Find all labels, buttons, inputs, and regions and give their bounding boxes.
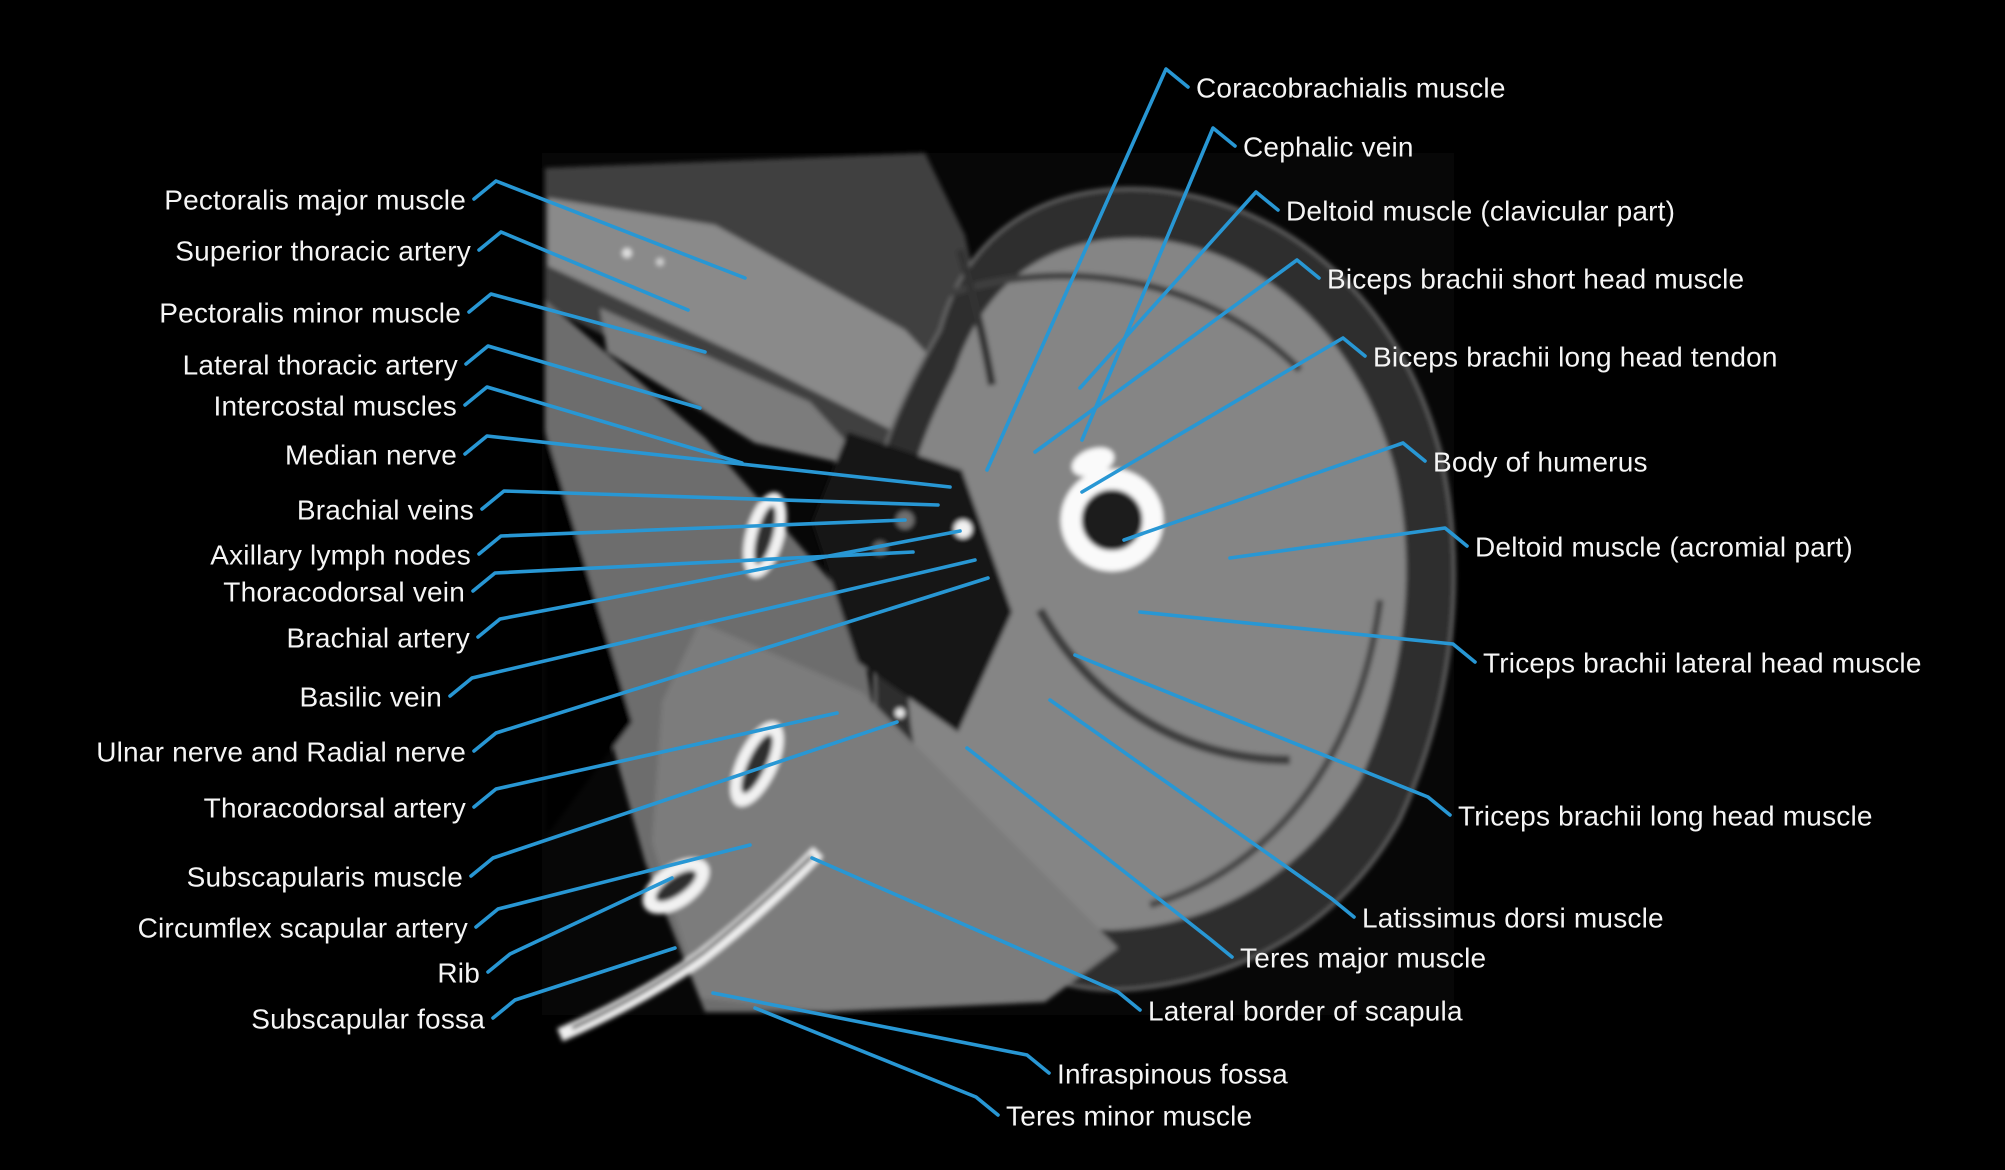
leader-line-pectoralis-major-muscle: [472, 179, 747, 280]
label-axillary-lymph-nodes: Axillary lymph nodes: [210, 539, 471, 571]
leader-line-coracobrachialis-muscle: [985, 67, 1190, 472]
scapula-blade: [557, 847, 824, 1042]
leader-line-circumflex-scapular-artery: [474, 843, 752, 929]
subscapularis-slab: [652, 622, 1118, 1012]
label-deltoid-muscle-acromial-part: Deltoid muscle (acromial part): [1475, 531, 1853, 563]
leader-line-superior-thoracic-artery: [477, 230, 690, 312]
leader-line-lateral-thoracic-artery: [464, 344, 702, 410]
leader-line-lateral-border-of-scapula: [810, 856, 1142, 1012]
label-subscapularis-muscle: Subscapularis muscle: [186, 861, 463, 893]
humerus-ring: [1060, 447, 1164, 572]
leader-line-thoracodorsal-vein: [471, 550, 915, 593]
label-median-nerve: Median nerve: [284, 439, 457, 471]
leader-line-triceps-brachii-long-head-muscle: [1073, 653, 1452, 817]
leader-line-median-nerve: [463, 434, 952, 489]
leader-line-triceps-brachii-lateral-head-muscle: [1138, 610, 1477, 664]
leader-line-axillary-lymph-nodes: [477, 518, 907, 556]
axillary-region: [812, 432, 1012, 732]
leader-line-body-of-humerus: [1122, 441, 1427, 542]
leader-line-ulnar-nerve-and-radial-nerve: [472, 576, 990, 753]
leader-line-latissimus-dorsi-muscle: [1048, 698, 1356, 919]
label-lateral-border-of-scapula: Lateral border of scapula: [1148, 995, 1463, 1027]
leader-line-cephalic-vein: [1080, 126, 1237, 442]
leader-line-teres-major-muscle: [965, 746, 1234, 959]
label-superior-thoracic-artery: Superior thoracic artery: [175, 235, 471, 267]
label-thoracodorsal-vein: Thoracodorsal vein: [223, 576, 465, 608]
label-biceps-brachii-long-head-tendon: Biceps brachii long head tendon: [1373, 341, 1778, 373]
leader-line-brachial-artery: [476, 529, 962, 639]
label-triceps-brachii-lateral-head-muscle: Triceps brachii lateral head muscle: [1483, 647, 1922, 679]
leader-line-subscapular-fossa: [491, 946, 677, 1020]
label-lateral-thoracic-artery: Lateral thoracic artery: [182, 349, 458, 381]
leader-line-subscapularis-muscle: [469, 720, 899, 878]
label-intercostal-muscles: Intercostal muscles: [213, 390, 457, 422]
label-circumflex-scapular-artery: Circumflex scapular artery: [137, 912, 468, 944]
leader-line-pectoralis-minor-muscle: [467, 292, 707, 354]
label-brachial-artery: Brachial artery: [286, 622, 470, 654]
label-triceps-brachii-long-head-muscle: Triceps brachii long head muscle: [1458, 800, 1873, 832]
label-latissimus-dorsi-muscle: Latissimus dorsi muscle: [1362, 902, 1664, 934]
leader-line-biceps-brachii-long-head-tendon: [1080, 336, 1367, 494]
label-deltoid-muscle-clavicular-part: Deltoid muscle (clavicular part): [1286, 195, 1676, 227]
leader-line-deltoid-muscle-acromial-part: [1228, 526, 1469, 560]
label-subscapular-fossa: Subscapular fossa: [251, 1003, 485, 1035]
leader-line-brachial-veins: [480, 489, 940, 511]
label-biceps-brachii-short-head-muscle: Biceps brachii short head muscle: [1327, 263, 1745, 295]
label-pectoralis-major-muscle: Pectoralis major muscle: [164, 184, 466, 216]
leader-line-thoracodorsal-artery: [472, 711, 839, 809]
leader-line-teres-minor-muscle: [753, 1006, 1000, 1117]
label-brachial-veins: Brachial veins: [296, 494, 474, 526]
label-infraspinous-fossa: Infraspinous fossa: [1057, 1058, 1288, 1090]
label-cephalic-vein: Cephalic vein: [1243, 131, 1414, 163]
label-ulnar-nerve-and-radial-nerve: Ulnar nerve and Radial nerve: [96, 736, 466, 768]
ct-anatomy: [545, 153, 1456, 1042]
label-rib: Rib: [437, 957, 480, 989]
label-coracobrachialis-muscle: Coracobrachialis muscle: [1196, 72, 1506, 104]
leader-line-intercostal-muscles: [463, 385, 744, 465]
label-teres-minor-muscle: Teres minor muscle: [1006, 1100, 1253, 1132]
rib-cross-sections: [642, 492, 787, 914]
leader-line-rib: [486, 876, 674, 974]
leader-line-deltoid-muscle-clavicular-part: [1078, 190, 1280, 390]
label-teres-major-muscle: Teres major muscle: [1240, 942, 1487, 974]
label-thoracodorsal-artery: Thoracodorsal artery: [203, 792, 466, 824]
leader-line-biceps-brachii-short-head-muscle: [1033, 258, 1321, 454]
label-basilic-vein: Basilic vein: [299, 681, 442, 713]
leader-line-basilic-vein: [448, 558, 977, 698]
label-pectoralis-minor-muscle: Pectoralis minor muscle: [159, 297, 461, 329]
label-body-of-humerus: Body of humerus: [1433, 446, 1648, 478]
leader-line-infraspinous-fossa: [711, 991, 1051, 1075]
